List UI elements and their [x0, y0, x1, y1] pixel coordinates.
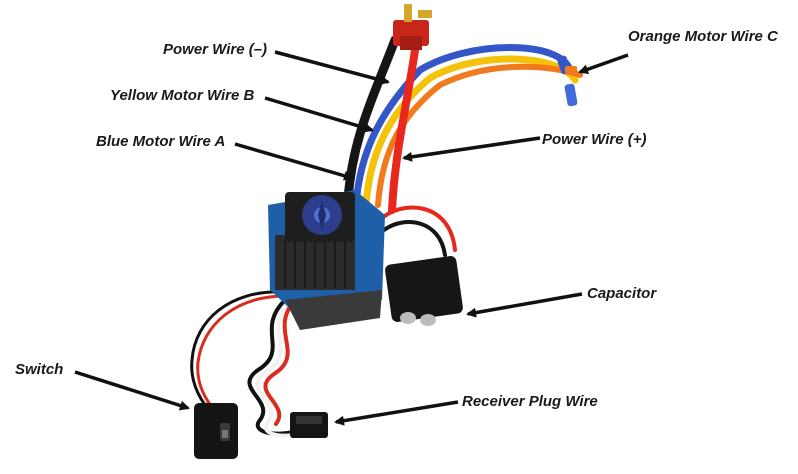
arrow-power-neg — [274, 50, 390, 85]
label-capacitor: Capacitor — [587, 285, 657, 302]
label-blue-motor-wire-a: Blue Motor Wire A — [96, 133, 226, 150]
arrow-orange-c — [578, 53, 629, 75]
switch-body — [194, 403, 238, 459]
switch-wire-bundle — [190, 290, 288, 408]
receiver-wire-bundle — [247, 298, 307, 438]
motor-wire-bundle — [343, 35, 583, 214]
arrow-capacitor — [466, 292, 583, 318]
battery-connector — [393, 4, 432, 50]
label-receiver-plug-wire: Receiver Plug Wire — [462, 393, 598, 410]
label-orange-motor-wire-c: Orange Motor Wire C — [628, 28, 778, 45]
arrow-blue-a — [234, 142, 354, 181]
arrow-receiver — [334, 400, 459, 426]
label-yellow-motor-wire-b: Yellow Motor Wire B — [110, 87, 255, 104]
esc-body — [268, 190, 385, 330]
arrow-yellow-b — [264, 96, 374, 133]
arrow-power-pos — [402, 136, 541, 162]
capacitor-wires — [378, 205, 457, 257]
label-power-wire-negative: Power Wire (–) — [163, 41, 268, 58]
label-switch: Switch — [15, 361, 64, 378]
callout-arrows — [74, 50, 629, 426]
arrow-switch — [74, 370, 190, 411]
motor-bullet-connectors — [557, 55, 578, 107]
receiver-plug — [290, 412, 328, 438]
capacitor — [385, 256, 463, 326]
label-power-wire-positive: Power Wire (+) — [542, 131, 647, 148]
